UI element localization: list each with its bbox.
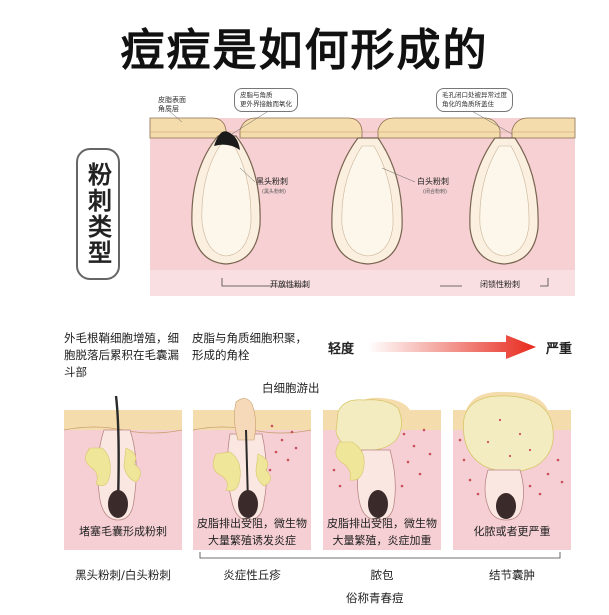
stage-label-3: 脓包 — [370, 568, 394, 582]
page-title: 痘痘是如何形成的 — [120, 25, 489, 76]
acne-stages-diagram — [63, 391, 571, 559]
side-label-text: 粉刺类型 — [83, 162, 112, 266]
severity-arrow — [368, 335, 536, 359]
severe-label: 严重 — [546, 342, 573, 357]
closed-comedone-label: 闭锁性粉刺 — [480, 280, 520, 289]
skin-surface-label: 皮脂表面 角质层 — [158, 96, 186, 113]
bottom-caption: 俗称青春痘 — [346, 591, 404, 605]
comedone-diagram — [149, 109, 576, 296]
desc-left: 外毛根鞘细胞增殖，细 胞脱落后累积在毛囊漏 斗部 — [64, 331, 179, 379]
stage-label-1: 黑头粉刺/白头粉刺 — [75, 568, 171, 582]
stage-label-2: 炎症性丘疹 — [223, 568, 281, 582]
panel-1-text: 堵塞毛囊形成粉刺 — [79, 525, 167, 538]
callout-right: 毛孔闭口处被异常过度 角化的角质所盖住 — [436, 88, 513, 112]
mild-label: 轻度 — [328, 342, 355, 357]
callout-left: 皮脂与角质 更外界接触而氧化 — [234, 88, 298, 112]
panel-3-text: 皮脂排出受阻，微生物 大量繁殖，炎症加重 — [327, 517, 437, 547]
desc-mid: 皮脂与角质细胞积聚， 形成的角栓 — [192, 331, 307, 362]
whitehead-label: 白头粉刺 — [417, 177, 449, 186]
whitehead-sub: (闭合粉刺) — [423, 189, 447, 195]
side-label-box: 粉刺类型 — [76, 148, 120, 280]
blackhead-sub: (黑头粉刺) — [262, 189, 286, 195]
panel-4-text: 化脓或者更严重 — [473, 525, 551, 538]
open-comedone-label: 开放性粉刺 — [270, 280, 310, 289]
panel-2-text: 皮脂排出受阻，微生物 大量繁殖诱发炎症 — [197, 517, 307, 547]
stage-label-4: 结节囊肿 — [489, 568, 535, 582]
blackhead-label: 黑头粉刺 — [256, 177, 288, 186]
white-cells-label: 白细胞游出 — [262, 381, 320, 395]
